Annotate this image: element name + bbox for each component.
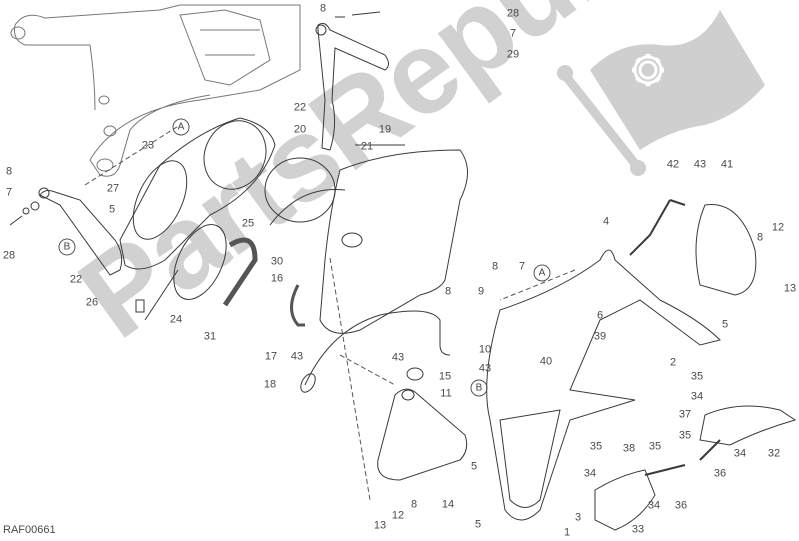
part-callout: 34 (690, 390, 704, 403)
part-callout: 34 (583, 467, 597, 480)
gear-flag-icon (557, 10, 765, 176)
part-callout: 11 (440, 387, 452, 400)
part-callout: 5 (474, 518, 482, 531)
side-fairing-1 (486, 249, 721, 521)
part-callout: 35 (648, 440, 662, 453)
part-callout: 17 (264, 350, 278, 363)
part-callout: 22 (69, 273, 83, 286)
part-callout: 8 (5, 165, 13, 178)
part-callout: 19 (378, 123, 392, 136)
hose-42 (629, 199, 686, 256)
reference-marker-a: A (533, 264, 551, 282)
part-callout: 38 (622, 442, 636, 455)
reference-marker-a: A (172, 118, 190, 136)
part-callout: 33 (631, 523, 645, 536)
part-callout: 34 (647, 499, 661, 512)
part-callout: 13 (783, 282, 797, 295)
reference-marker-b: B (58, 238, 76, 256)
part-callout: 32 (767, 447, 781, 460)
part-callout: 42 (666, 158, 680, 171)
part-callout: 22 (293, 101, 307, 114)
part-callout: 12 (771, 221, 785, 234)
part-callout: 30 (270, 255, 284, 268)
panel-33 (594, 469, 656, 531)
bracket-29 (315, 11, 389, 151)
part-callout: 4 (602, 215, 610, 228)
part-callout: 20 (293, 123, 307, 136)
part-callout: 15 (438, 370, 452, 383)
part-callout: 28 (2, 249, 16, 262)
fan-24 (135, 224, 227, 321)
panel-32 (699, 405, 797, 446)
rod-36a (644, 464, 686, 476)
part-callout: 8 (756, 231, 764, 244)
part-callout: 12 (391, 509, 405, 522)
frame-drawing (10, 4, 301, 177)
part-callout: 5 (470, 460, 478, 473)
part-callout: 8 (444, 285, 452, 298)
part-callout: 7 (518, 260, 526, 273)
fan-ring-20 (264, 157, 346, 226)
part-callout: 13 (373, 519, 387, 532)
part-callout: 8 (491, 260, 499, 273)
part-callout: 34 (733, 447, 747, 460)
part-callout: 29 (506, 48, 520, 61)
part-callout: 43 (693, 158, 707, 171)
duct-41 (695, 204, 757, 296)
rod-36b (699, 439, 721, 461)
part-callout: 14 (441, 498, 455, 511)
part-callout: 43 (478, 362, 492, 375)
part-callout: 7 (509, 27, 517, 40)
part-callout: 7 (5, 186, 13, 199)
radiator-19 (319, 144, 468, 334)
part-callout: 5 (721, 318, 729, 331)
part-callout: 31 (203, 330, 217, 343)
part-callout: 26 (85, 296, 99, 309)
part-callout: 39 (593, 330, 607, 343)
part-callout: 43 (290, 350, 304, 363)
part-callout: 35 (589, 440, 603, 453)
part-callout: 25 (241, 217, 255, 230)
fan-shroud-23 (119, 117, 276, 270)
part-callout: 43 (391, 351, 405, 364)
expansion-tank-14 (377, 367, 468, 481)
part-callout: 41 (720, 158, 734, 171)
part-callout: 23 (141, 139, 155, 152)
part-callout: 8 (410, 498, 418, 511)
part-callout: 18 (263, 378, 277, 391)
part-callout: 21 (360, 140, 374, 153)
part-callout: 36 (713, 467, 727, 480)
part-callout: 1 (563, 526, 571, 539)
part-callout: 37 (678, 408, 692, 421)
pipe-18 (304, 310, 451, 386)
part-callout: 16 (270, 272, 284, 285)
part-callout: 27 (106, 182, 120, 195)
part-callout: 9 (477, 285, 485, 298)
hose-31 (222, 237, 258, 307)
hose-17 (290, 284, 305, 327)
part-callout: 8 (319, 2, 327, 15)
part-callout: 5 (108, 203, 116, 216)
part-callout: 2 (669, 356, 677, 369)
part-callout: 10 (478, 343, 492, 356)
part-callout: 35 (678, 429, 692, 442)
figure-code: RAF00661 (3, 524, 56, 536)
bracket-26 (9, 187, 123, 276)
part-callout: 24 (169, 313, 183, 326)
part-callout: 6 (596, 309, 604, 322)
part-callout: 3 (574, 511, 582, 524)
part-callout: 36 (674, 499, 688, 512)
part-callout: 35 (690, 370, 704, 383)
reference-marker-b: B (470, 379, 488, 397)
part-callout: 28 (506, 7, 520, 20)
part-callout: 40 (539, 355, 553, 368)
